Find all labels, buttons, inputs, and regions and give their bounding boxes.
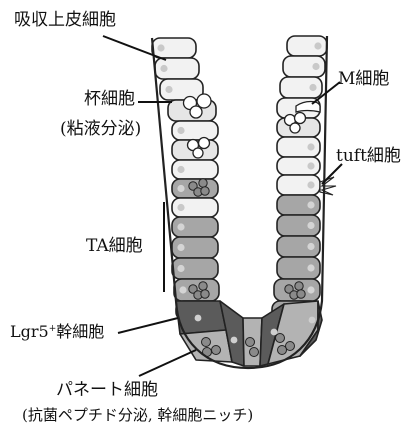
goblet-mucus-granule [295,113,306,124]
right-cell-nucleus [307,222,314,229]
ta-cell-mitotic-nuclei [295,282,303,290]
paneth-granule [278,346,287,355]
left-cell-nucleus [177,185,184,192]
left-cell-nucleus [177,127,184,134]
right-cell-nucleus [307,243,314,250]
label-paneth-cell: パネート細胞 [56,382,158,399]
goblet-mucus-granule [190,106,202,118]
right-cell-nucleus [307,264,314,271]
tuft-cell-microvilli [320,177,336,195]
right-cell-nucleus [307,181,314,188]
goblet-mucus-granule [197,94,211,108]
right-cell-nucleus [314,42,321,49]
left-cell-nucleus [160,65,167,72]
leader-line-paneth [139,350,196,376]
goblet-mucus-granule [193,148,203,158]
ta-cell-mitotic-nuclei [297,290,305,298]
right-cell-nucleus [307,162,314,169]
right-cell-nucleus [307,143,314,150]
left-cell-nucleus [157,44,164,51]
right-cell-nucleus [309,84,316,91]
paneth-granule [212,346,221,355]
left-cell-nucleus [177,223,184,230]
stem-cell-nucleus [195,315,202,322]
ta-cell-mitotic-nuclei [199,282,207,290]
right-cell-nucleus [307,286,314,293]
ta-cell-mitotic-nuclei [201,290,209,298]
ta-cell-mitotic-nuclei [199,179,207,187]
label-ta-cell: TA細胞 [86,238,143,255]
label-tuft-cell: tuft細胞 [336,148,401,165]
stem-cell-nucleus [271,329,278,336]
label-lgr5-stem-cell: Lgr5+幹細胞 [10,324,104,340]
label-goblet-cell: 杯細胞 [84,91,135,108]
left-cell-nucleus [177,244,184,251]
right-cell-nucleus [307,201,314,208]
paneth-granule [250,348,259,357]
paneth-granule [202,338,211,347]
paneth-granule [276,334,285,343]
label-paneth-note: (抗菌ペプチド分泌, 幹細胞ニッチ) [22,408,253,423]
label-m-cell: M細胞 [338,71,389,88]
left-cell-nucleus [177,166,184,173]
right-cell-nucleus [312,63,319,70]
left-cell-nucleus [179,286,186,293]
label-goblet-note: (粘液分泌) [60,121,141,138]
goblet-mucus-granule [290,123,300,133]
left-cell-nucleus [177,204,184,211]
ta-cell-mitotic-nuclei [201,187,209,195]
label-absorptive-cell: 吸収上皮細胞 [14,12,116,29]
label-lgr5-suffix: 幹細胞 [56,322,104,341]
label-lgr5-prefix: Lgr5 [10,322,49,341]
goblet-mucus-granule [199,138,210,149]
stem-cell-nucleus [309,317,316,324]
paneth-granule [246,338,255,347]
left-cell-nucleus [165,86,172,93]
left-cell-nucleus [177,265,184,272]
stem-cell-nucleus [231,337,238,344]
leader-line-lgr5 [118,318,178,333]
